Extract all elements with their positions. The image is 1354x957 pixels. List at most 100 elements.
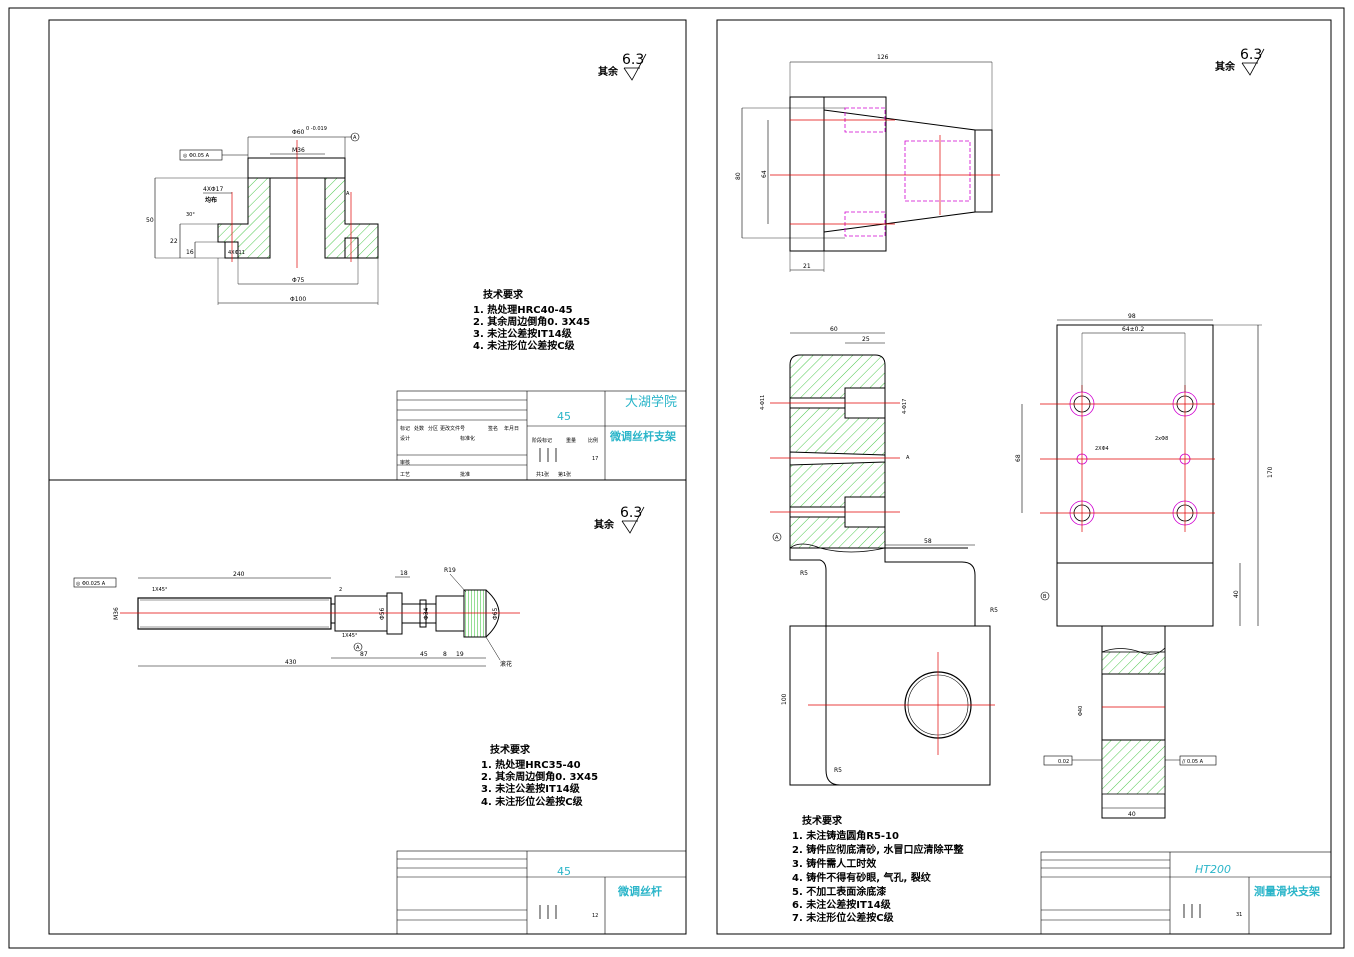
bracket-section-view: Φ60 0 -0.019 A M36 ◎ Φ0.05 A 50 22 16 30… [146, 126, 379, 305]
svg-text:R5: R5 [990, 607, 998, 614]
svg-text:98: 98 [1128, 313, 1136, 320]
svg-text:其余: 其余 [594, 518, 615, 531]
svg-text:处数: 处数 [414, 425, 424, 432]
svg-text:4. 未注形位公差按C级: 4. 未注形位公差按C级 [481, 795, 584, 808]
svg-text:Φ60: Φ60 [292, 129, 305, 136]
svg-text:3. 未注公差按IT14级: 3. 未注公差按IT14级 [473, 327, 573, 340]
svg-text:◎ Φ0.025 A: ◎ Φ0.025 A [76, 581, 106, 587]
screw-shaft-view: ◎ Φ0.025 A 240 1X45° 1X45° A 2 M36 Φ56 Φ… [73, 567, 520, 668]
svg-text:25: 25 [862, 336, 870, 343]
svg-text:2. 其余周边倒角0. 3X45: 2. 其余周边倒角0. 3X45 [481, 770, 598, 783]
svg-text:4XΦ17: 4XΦ17 [203, 186, 223, 193]
svg-text:A: A [353, 135, 357, 141]
svg-text:0 -0.019: 0 -0.019 [306, 126, 327, 132]
svg-text:6. 未注公差按IT14级: 6. 未注公差按IT14级 [792, 898, 892, 911]
svg-text:B: B [1043, 594, 1047, 600]
sheet-2-frame [48, 479, 687, 935]
svg-text:大湖学院: 大湖学院 [625, 394, 677, 410]
svg-text:45: 45 [557, 410, 571, 423]
svg-text:30°: 30° [186, 212, 195, 218]
svg-text:50: 50 [146, 217, 154, 224]
svg-text:HT200: HT200 [1195, 863, 1231, 876]
svg-text:2. 其余周边倒角0. 3X45: 2. 其余周边倒角0. 3X45 [473, 315, 590, 328]
svg-text:60: 60 [830, 326, 838, 333]
svg-text:批准: 批准 [460, 471, 470, 478]
svg-text:64: 64 [761, 170, 768, 178]
svg-text:年月日: 年月日 [504, 425, 519, 432]
svg-text:3. 未注公差按IT14级: 3. 未注公差按IT14级 [481, 782, 581, 795]
svg-text:3. 铸件需人工时效: 3. 铸件需人工时效 [792, 857, 877, 870]
svg-text:Φ65: Φ65 [492, 607, 499, 620]
svg-text:4XΦ11: 4XΦ11 [228, 250, 245, 256]
svg-text:18: 18 [400, 570, 408, 577]
svg-text:7. 未注形位公差按C级: 7. 未注形位公差按C级 [792, 911, 895, 924]
svg-text:重量: 重量 [566, 437, 576, 444]
svg-text:45: 45 [420, 651, 428, 658]
svg-text:8: 8 [443, 651, 447, 658]
svg-text:技术要求: 技术要求 [490, 743, 531, 756]
roughness-symbol-sheet3: 其余 6.3 [1215, 47, 1265, 76]
svg-text:4. 未注形位公差按C级: 4. 未注形位公差按C级 [473, 339, 576, 352]
svg-text:设计: 设计 [400, 435, 410, 442]
svg-text:170: 170 [1267, 466, 1274, 478]
slider-bottom-view: 100 R5 [781, 625, 995, 786]
svg-text:Φ56: Φ56 [379, 607, 386, 620]
requirements-sheet3: 技术要求 1. 未注铸造圆角R5-10 2. 铸件应彻底清砂, 水冒口应清除平整… [792, 814, 964, 924]
svg-text:M36: M36 [113, 607, 120, 620]
svg-text:22: 22 [170, 238, 178, 245]
svg-text:31: 31 [1236, 912, 1242, 918]
svg-text:430: 430 [285, 659, 297, 666]
sheet-3-frame [716, 19, 1332, 935]
svg-text:5. 不加工表面涂底漆: 5. 不加工表面涂底漆 [792, 885, 886, 898]
svg-text:标记: 标记 [400, 425, 410, 432]
roughness-symbol-sheet2: 其余 6.3 [594, 505, 645, 534]
slider-front-section: 60 25 4-Φ11 4-Φ17 A A 58 R5 R5 [760, 326, 998, 626]
svg-text:第1张: 第1张 [558, 471, 571, 478]
svg-text:// 0.05 A: // 0.05 A [1182, 759, 1204, 765]
svg-text:A: A [775, 535, 779, 541]
svg-text:12: 12 [592, 913, 598, 919]
requirements-sheet1: 技术要求 1. 热处理HRC40-45 2. 其余周边倒角0. 3X45 3. … [473, 288, 590, 352]
slider-bore-section: Φ40 40 0.02 // 0.05 A [1043, 625, 1217, 819]
title-block-sheet3: 31 HT200 测量滑块支架 [1040, 851, 1332, 935]
svg-text:微调丝杆: 微调丝杆 [617, 884, 662, 898]
svg-text:其余: 其余 [1215, 60, 1236, 73]
svg-text:40: 40 [1233, 590, 1240, 598]
svg-text:测量滑块支架: 测量滑块支架 [1254, 884, 1320, 898]
title-block-sheet1: 标记 处数 分区 更改文件号 签名 年月日 设计 标准化 阶段标记 重量 比例 … [396, 390, 687, 481]
svg-text:A: A [346, 191, 350, 197]
svg-text:4. 铸件不得有砂眼, 气孔, 裂纹: 4. 铸件不得有砂眼, 气孔, 裂纹 [792, 871, 932, 884]
svg-text:1. 热处理HRC40-45: 1. 热处理HRC40-45 [473, 303, 573, 316]
svg-text:6.3: 6.3 [620, 505, 642, 521]
svg-text:17: 17 [592, 456, 598, 462]
svg-text:工艺: 工艺 [400, 472, 410, 478]
slider-top-view: 126 80 64 21 [735, 54, 1000, 272]
sheet-1-frame [48, 19, 687, 934]
svg-text:100: 100 [781, 693, 788, 705]
svg-text:6.3: 6.3 [622, 52, 644, 68]
svg-text:2XΦ4: 2XΦ4 [1095, 446, 1109, 452]
svg-text:45: 45 [557, 865, 571, 878]
svg-text:Φ100: Φ100 [290, 296, 306, 303]
svg-text:80: 80 [735, 172, 742, 180]
title-block-sheet2: 12 45 微调丝杆 [396, 850, 687, 935]
svg-text:1. 未注铸造圆角R5-10: 1. 未注铸造圆角R5-10 [792, 829, 899, 842]
svg-text:更改文件号: 更改文件号 [440, 425, 465, 432]
svg-text:分区: 分区 [428, 425, 438, 432]
svg-text:技术要求: 技术要求 [483, 288, 524, 301]
svg-text:滚花: 滚花 [500, 660, 512, 668]
svg-text:1X45°: 1X45° [152, 587, 168, 593]
svg-text:技术要求: 技术要求 [802, 814, 843, 827]
svg-text:19: 19 [456, 651, 464, 658]
svg-text:6.3: 6.3 [1240, 47, 1262, 63]
svg-text:Φ34: Φ34 [423, 607, 430, 620]
svg-text:均布: 均布 [205, 196, 217, 204]
svg-text:A: A [906, 455, 910, 461]
svg-text:阶段标记: 阶段标记 [532, 437, 552, 444]
svg-text:2: 2 [339, 587, 342, 593]
svg-text:R5: R5 [834, 767, 842, 774]
svg-text:68: 68 [1015, 454, 1022, 462]
svg-text:2. 铸件应彻底清砂, 水冒口应清除平整: 2. 铸件应彻底清砂, 水冒口应清除平整 [792, 843, 964, 856]
svg-text:16: 16 [186, 249, 194, 256]
